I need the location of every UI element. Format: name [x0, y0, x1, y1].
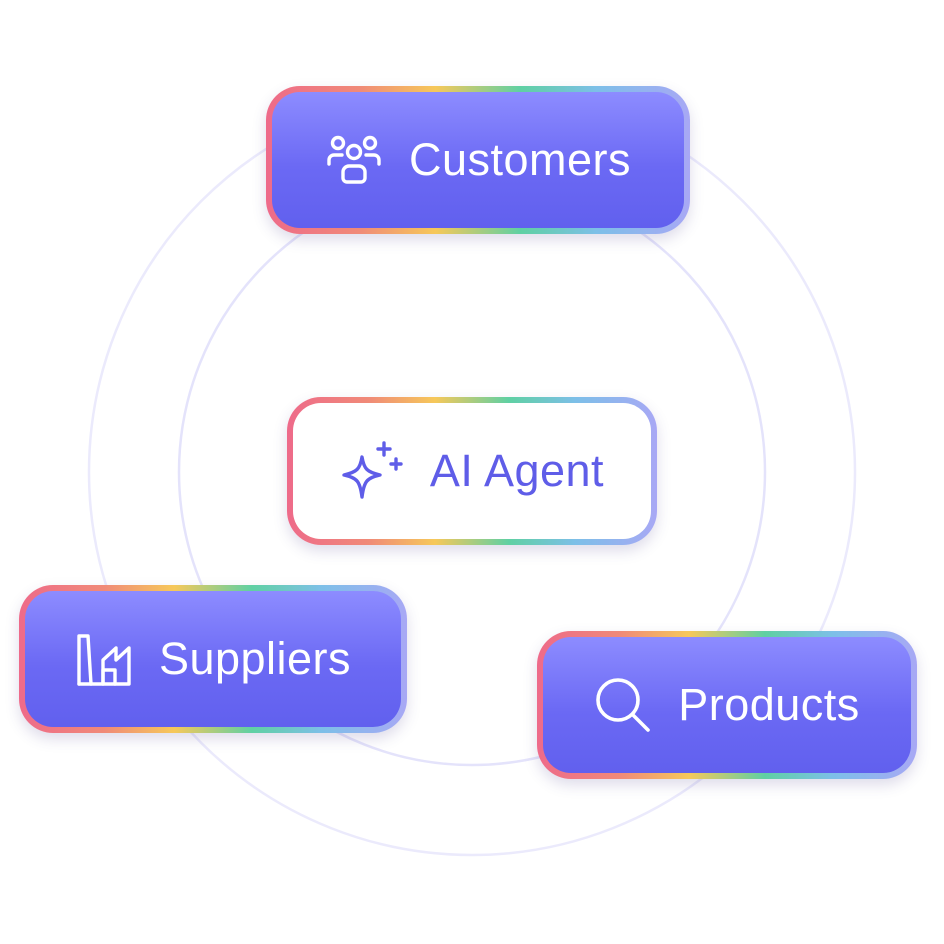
- suppliers-node[interactable]: Suppliers: [19, 585, 407, 733]
- customers-label: Customers: [408, 134, 632, 185]
- ai-agent-node[interactable]: AI Agent: [287, 397, 657, 545]
- customers-node[interactable]: Customers: [266, 86, 690, 234]
- products-node[interactable]: Products: [537, 631, 917, 779]
- factory-icon: [75, 630, 133, 688]
- search-icon: [594, 676, 652, 734]
- products-label: Products: [678, 679, 860, 730]
- users-group-icon: [325, 134, 383, 186]
- suppliers-label: Suppliers: [158, 633, 352, 684]
- sparkles-icon: [340, 439, 404, 503]
- ai-agent-label: AI Agent: [429, 445, 605, 496]
